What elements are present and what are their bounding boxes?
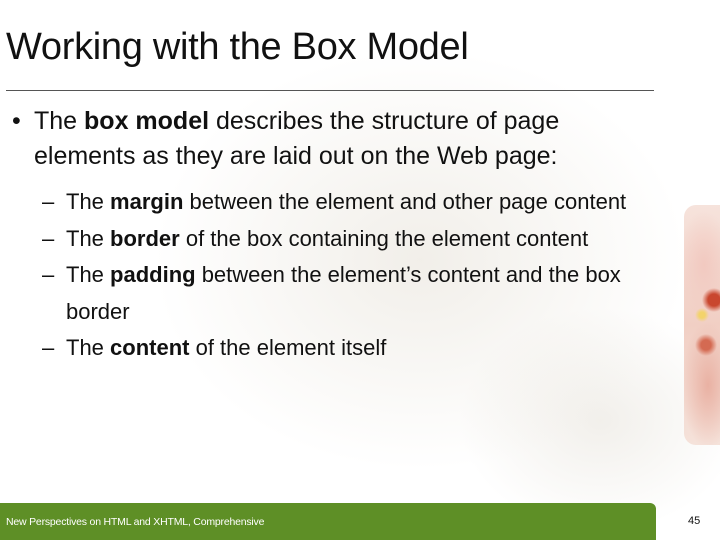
title-divider bbox=[6, 90, 654, 91]
sub-bullet-margin: –The margin between the element and othe… bbox=[42, 184, 672, 221]
main-bullet-text: The box model describes the structure of… bbox=[34, 107, 560, 170]
dash-marker: – bbox=[42, 262, 55, 287]
sub-bullet-list: –The margin between the element and othe… bbox=[42, 184, 672, 367]
term-padding: padding bbox=[110, 262, 196, 287]
page-number: 45 bbox=[688, 515, 701, 527]
sub-bullet-content: –The content of the element itself bbox=[42, 330, 672, 367]
footer-bar: New Perspectives on HTML and XHTML, Comp… bbox=[0, 503, 656, 540]
dash-marker: – bbox=[42, 225, 55, 251]
term-box-model: box model bbox=[84, 107, 210, 135]
slide-title: Working with the Box Model bbox=[6, 26, 469, 68]
term-content: content bbox=[110, 335, 190, 360]
dash-marker: – bbox=[42, 335, 55, 360]
dash-marker: – bbox=[42, 189, 55, 214]
sub-bullet-padding: –The padding between the element’s conte… bbox=[42, 257, 672, 330]
footer-text: New Perspectives on HTML and XHTML, Comp… bbox=[6, 516, 265, 528]
term-margin: margin bbox=[110, 189, 184, 214]
flower-image bbox=[684, 205, 720, 445]
sub-bullet-border: –The border of the box containing the el… bbox=[42, 221, 672, 258]
term-border: border bbox=[110, 225, 180, 251]
bullet-marker: • bbox=[12, 107, 21, 135]
